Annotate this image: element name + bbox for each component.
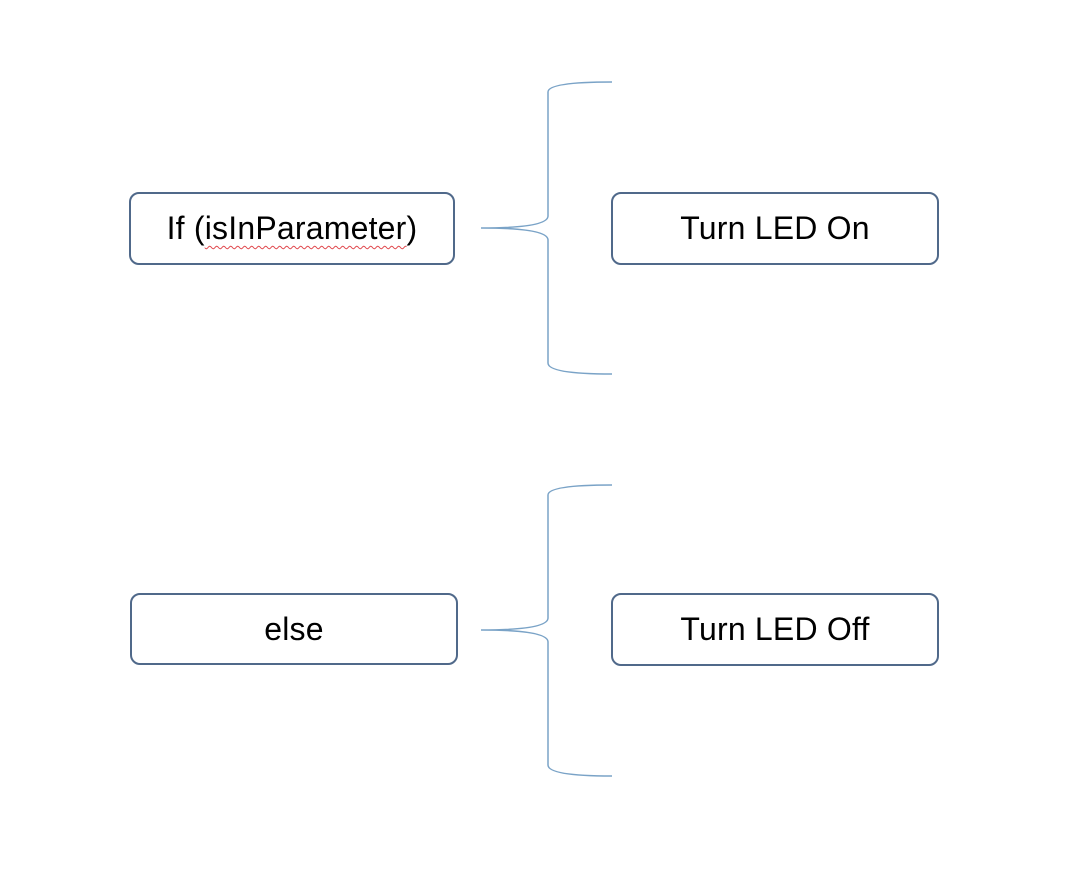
- turn-led-on-box: Turn LED On: [611, 192, 939, 265]
- else-box: else: [130, 593, 458, 665]
- brace-if-to-on: [480, 81, 613, 375]
- if-condition-text: If (isInParameter): [166, 210, 418, 246]
- turn-led-off-label: Turn LED Off: [680, 611, 870, 647]
- else-label: else: [264, 610, 324, 647]
- if-condition-box: If (isInParameter): [129, 192, 455, 265]
- spellcheck-flagged-word: isInParameter: [204, 210, 407, 246]
- turn-led-off-box: Turn LED Off: [611, 593, 939, 666]
- brace-else-to-off: [480, 484, 613, 777]
- turn-led-on-label: Turn LED On: [680, 210, 870, 246]
